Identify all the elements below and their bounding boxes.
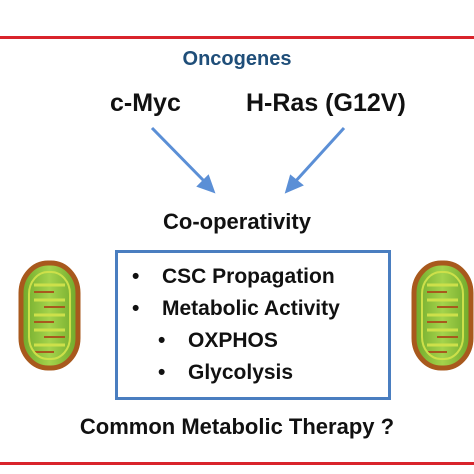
list-item-label: Glycolysis [188,361,294,384]
bullet-icon: • [158,329,166,352]
footer-question: Common Metabolic Therapy ? [79,414,395,439]
bullet-icon: • [132,297,140,320]
arrow-icon [150,126,216,194]
list-item: • CSC Propagation [132,265,335,289]
top-frame-line [0,36,474,39]
sub-list-item: • Glycolysis [158,361,293,385]
gene-label-right: H-Ras (G12V) [246,89,406,117]
list-item-label: OXPHOS [188,329,278,352]
mitochondrion-icon [411,260,474,371]
list-item: • Metabolic Activity [132,297,340,321]
arrow-icon [284,126,346,194]
oncogenes-heading: Oncogenes [182,48,292,70]
gene-label-left: c-Myc [110,89,181,117]
bullet-icon: • [132,265,140,288]
list-item-label: CSC Propagation [162,265,335,288]
mitochondrion-icon [18,260,81,371]
bottom-frame-line [0,462,474,465]
list-item-label: Metabolic Activity [162,297,340,320]
cooperativity-label: Co-operativity [163,209,311,234]
bullet-icon: • [158,361,166,384]
sub-list-item: • OXPHOS [158,329,278,353]
outcome-box: • CSC Propagation • Metabolic Activity • OX… [115,250,391,400]
